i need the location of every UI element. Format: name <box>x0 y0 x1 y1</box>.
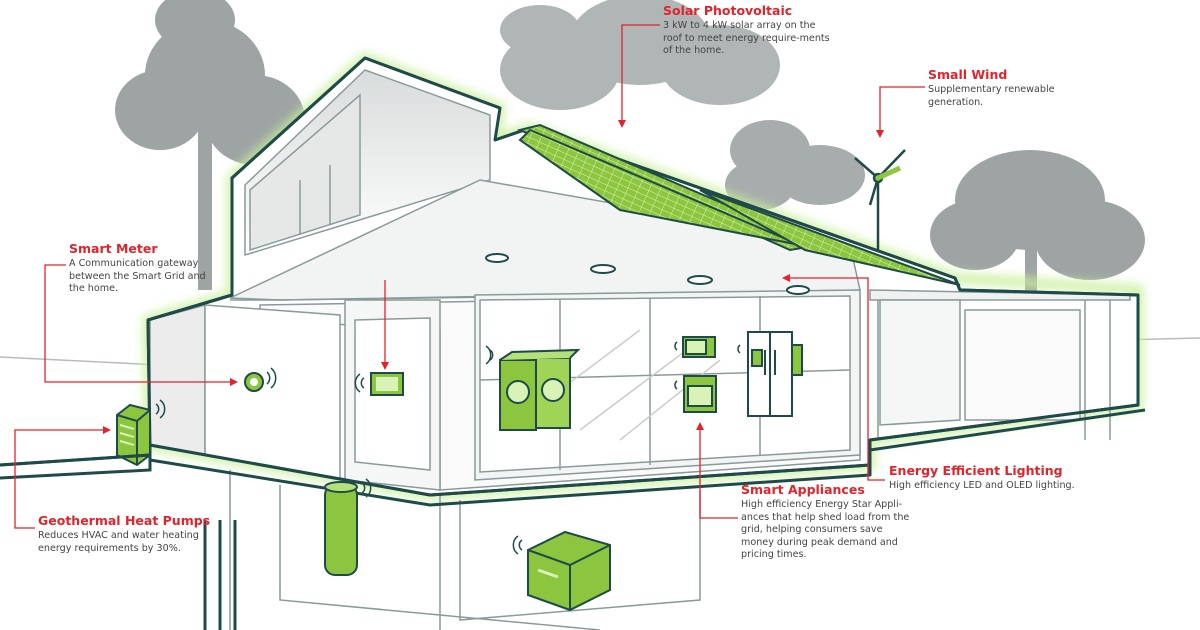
geothermal-unit-icon <box>512 530 611 612</box>
callout-small-wind: Small Wind Supplementary renewable gener… <box>928 68 1078 109</box>
solar-panel-icon <box>516 123 961 286</box>
tree-icon <box>115 0 305 290</box>
callout-description: Reduces HVAC and water heating energy re… <box>38 530 199 554</box>
callout-description: High efficiency LED and OLED lighting. <box>889 480 1075 491</box>
callout-smart-meter: Smart Meter A Communication gateway betw… <box>69 242 214 296</box>
callout-title: Smart Appliances <box>741 482 865 497</box>
refrigerator-icon <box>737 331 803 417</box>
callout-solar-photovoltaic: Solar Photovoltaic 3 kW to 4 kW solar ar… <box>663 4 833 58</box>
callout-geothermal-heat-pumps: Geothermal Heat Pumps Reduces HVAC and w… <box>38 514 213 555</box>
callout-description: 3 kW to 4 kW solar array on the roof to … <box>663 20 830 56</box>
callout-energy-efficient-lighting: Energy Efficient Lighting High efficienc… <box>889 464 1089 493</box>
callout-description: High efficiency Energy Star Appli-ances … <box>741 499 910 560</box>
microwave-icon <box>674 336 716 358</box>
callout-title: Smart Meter <box>69 241 158 256</box>
callout-title: Solar Photovoltaic <box>663 3 793 18</box>
callout-title: Small Wind <box>928 67 1008 82</box>
callout-description: A Communication gateway between the Smar… <box>69 258 206 294</box>
oven-icon <box>674 375 717 413</box>
tree-icon <box>725 120 865 210</box>
smart-meter-icon <box>244 367 277 392</box>
tree-icon <box>500 0 780 110</box>
callout-smart-appliances: Smart Appliances High efficiency Energy … <box>741 483 911 562</box>
callout-title: Energy Efficient Lighting <box>889 463 1063 478</box>
washer-dryer-icon <box>485 345 581 431</box>
thermostat-icon <box>354 372 404 396</box>
ceiling-light-icon <box>485 253 810 295</box>
water-heater-icon <box>324 478 372 576</box>
callout-description: Supplementary renewable generation. <box>928 84 1055 108</box>
wind-turbine-icon <box>854 149 906 250</box>
tree-icon <box>930 150 1145 350</box>
callout-title: Geothermal Heat Pumps <box>38 513 211 528</box>
